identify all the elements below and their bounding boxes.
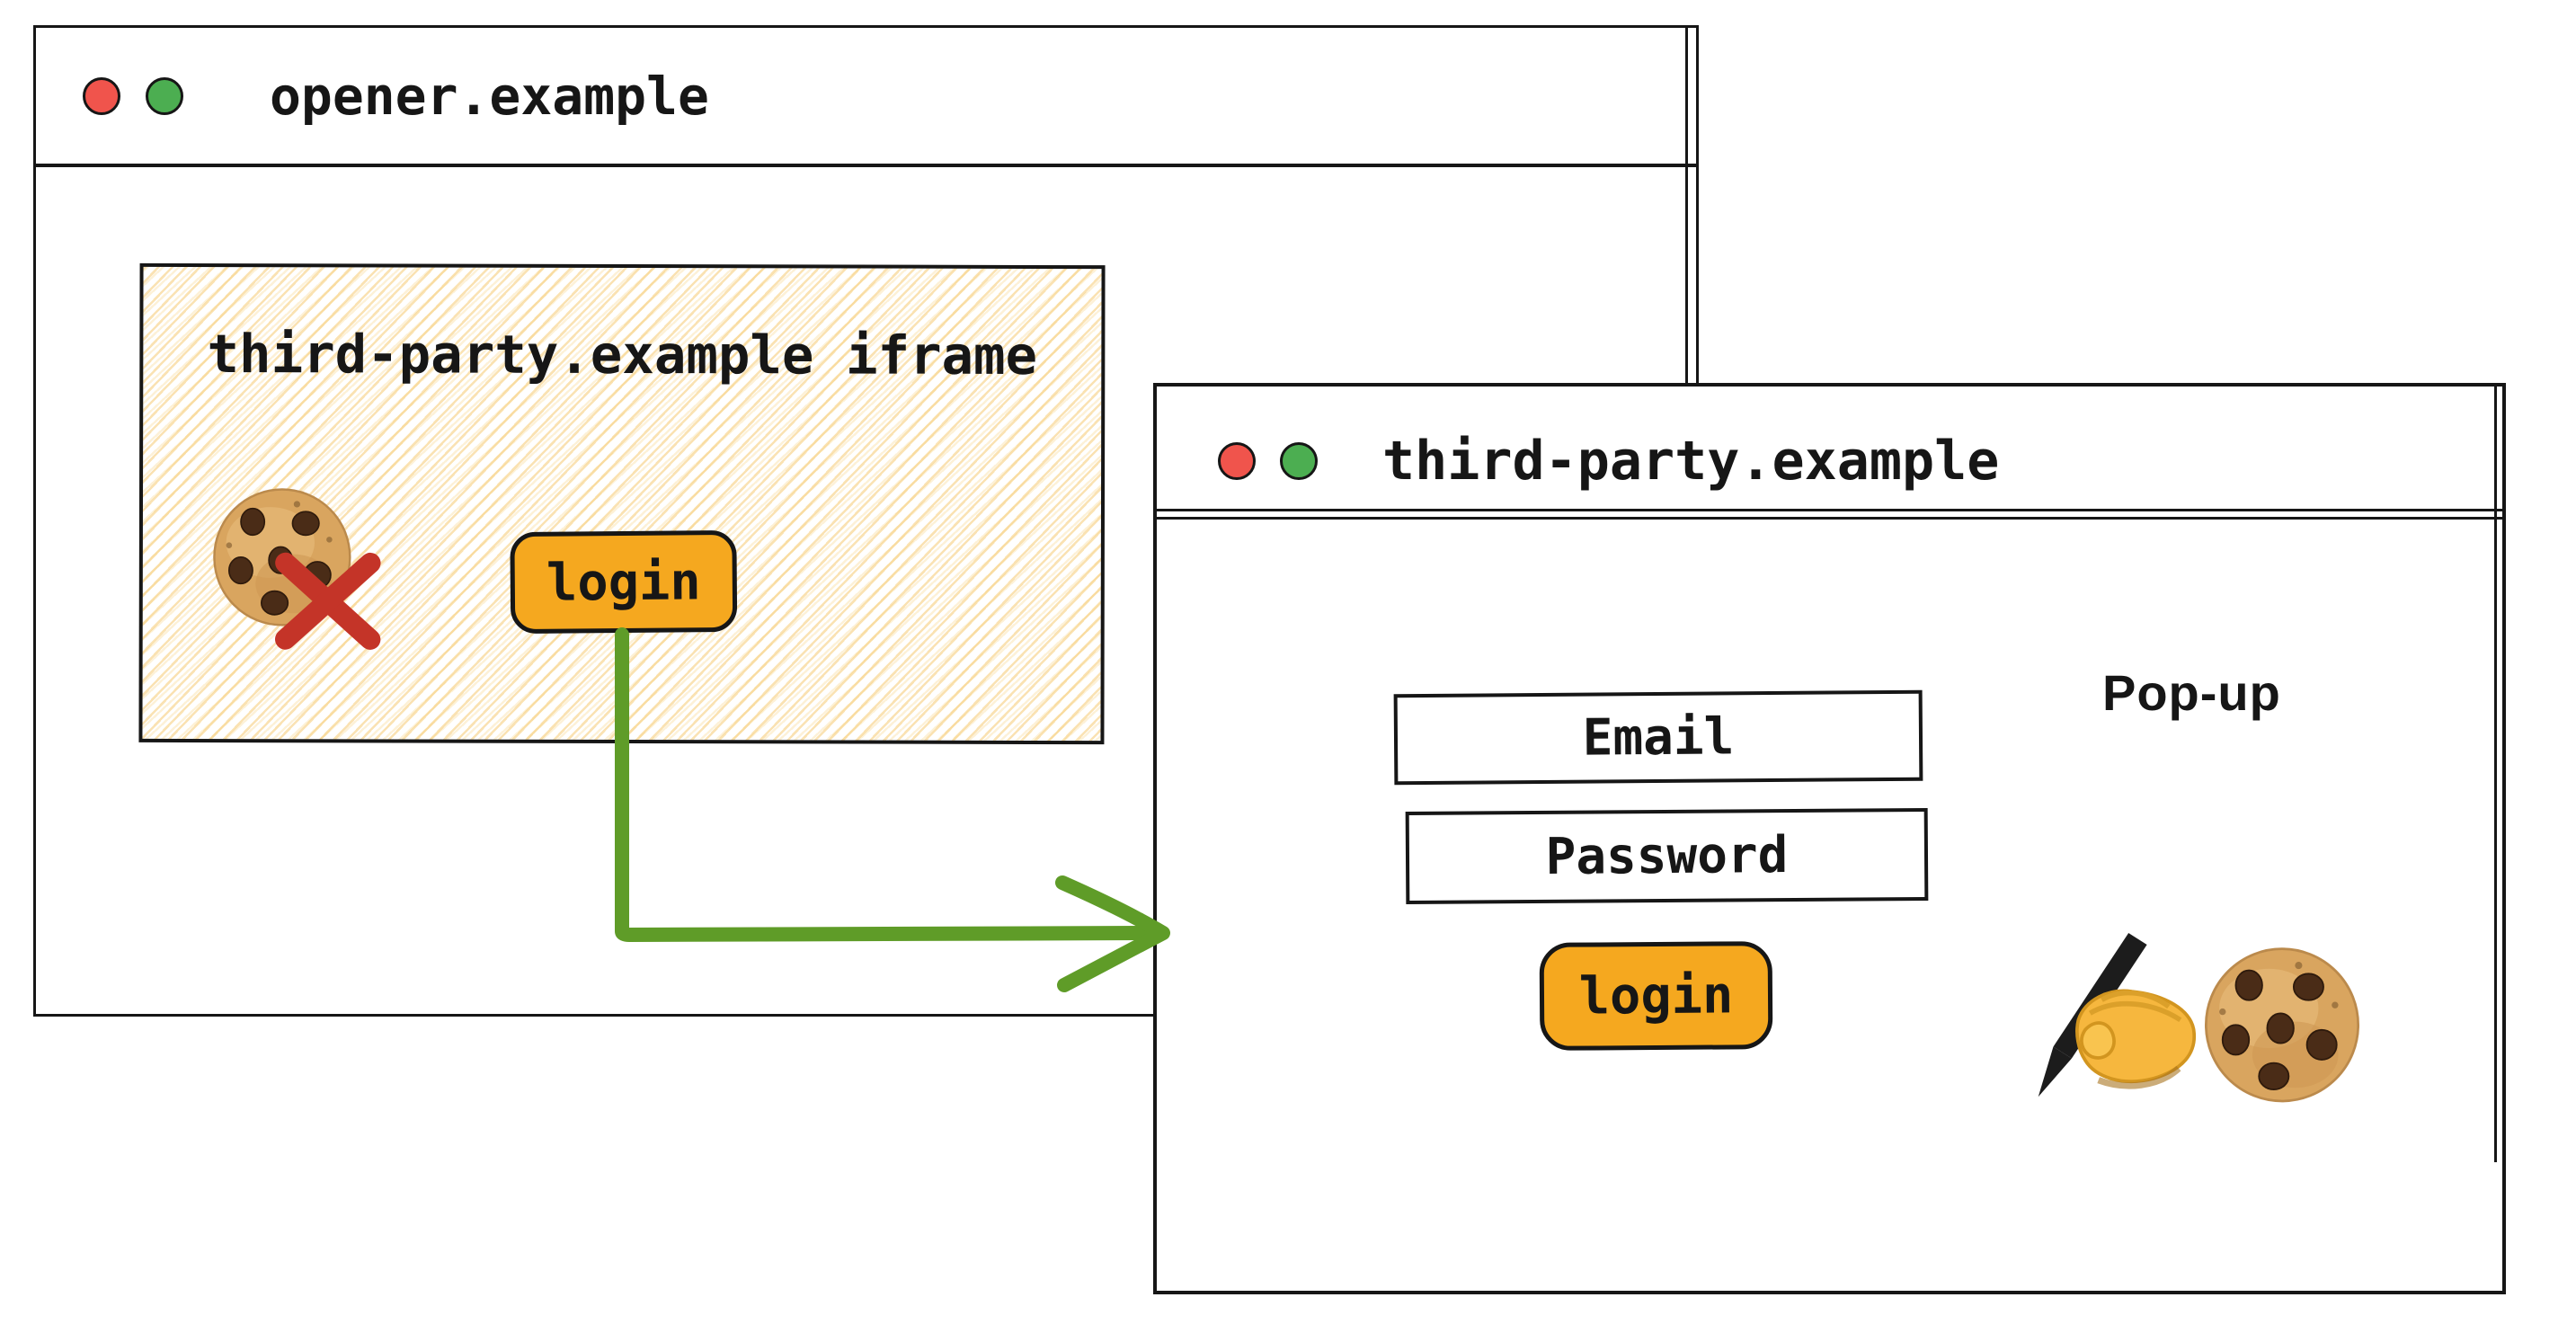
blocked-cross-icon <box>260 532 396 669</box>
popup-window: third-party.example Pop-up Email Passwor… <box>1153 383 2506 1294</box>
opener-titlebar: opener.example <box>36 28 1696 167</box>
email-input[interactable]: Email <box>1393 689 1923 786</box>
window-control-green-icon[interactable] <box>1280 442 1318 480</box>
password-input-label: Password <box>1545 826 1789 886</box>
popup-window-title: third-party.example <box>1382 430 2000 493</box>
opener-window-title: opener.example <box>270 65 709 127</box>
iframe-label: third-party.example iframe <box>207 323 1038 387</box>
window-control-red-icon[interactable] <box>83 76 120 115</box>
password-input[interactable]: Password <box>1405 807 1929 905</box>
popup-type-label: Pop-up <box>2102 664 2281 721</box>
window-control-red-icon[interactable] <box>1218 442 1256 480</box>
email-input-label: Email <box>1582 707 1735 768</box>
iframe-login-button[interactable]: login <box>510 529 738 635</box>
popup-login-button[interactable]: login <box>1539 941 1773 1051</box>
cookie-icon <box>2199 946 2365 1111</box>
popup-titlebar: third-party.example <box>1155 387 2504 520</box>
window-control-green-icon[interactable] <box>146 76 183 115</box>
third-party-iframe: third-party.example iframe login <box>138 262 1106 745</box>
writing-hand-icon <box>2030 933 2207 1100</box>
